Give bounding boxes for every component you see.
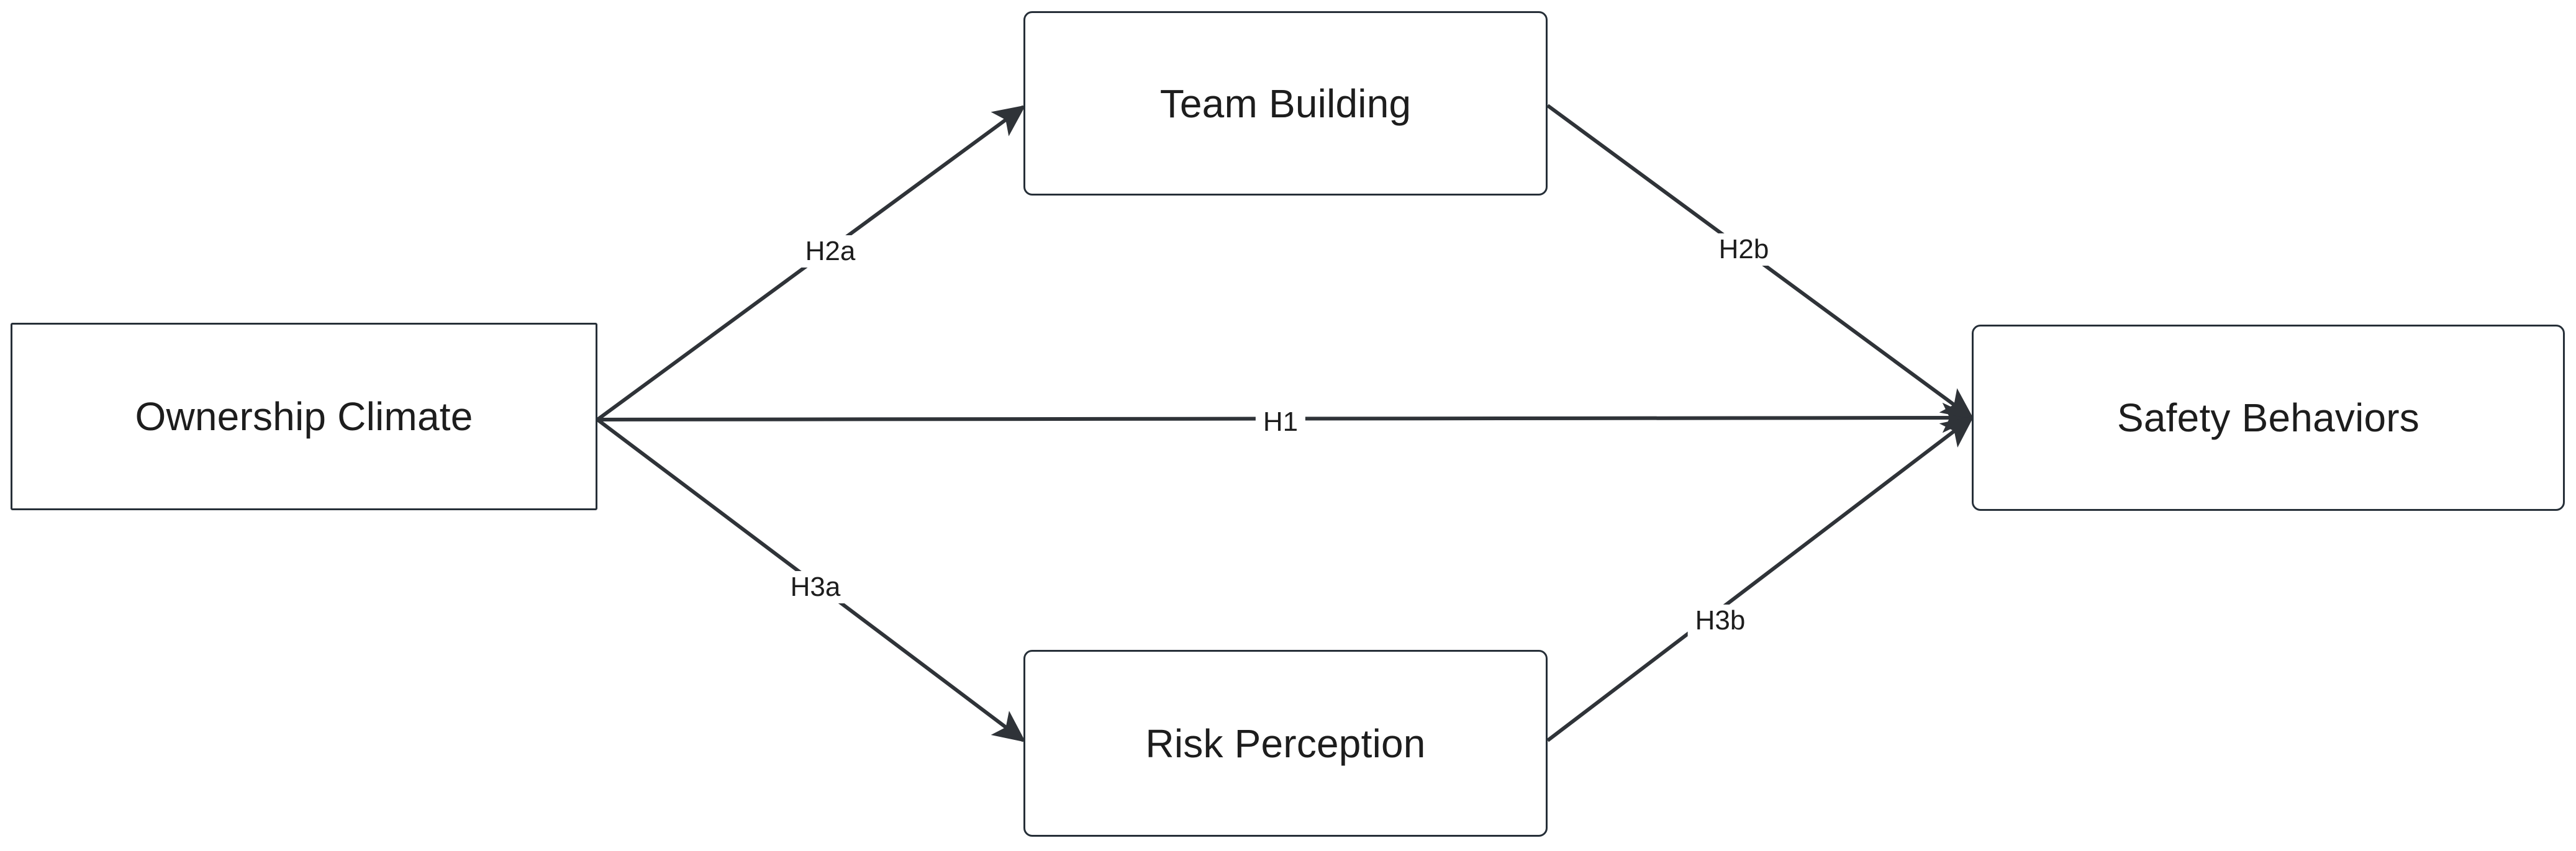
edge-h3b-line bbox=[1546, 416, 1974, 742]
edge-label-h3a: H3a bbox=[782, 571, 848, 603]
edge-label-h2a: H2a bbox=[797, 235, 863, 268]
node-ownership-climate-label: Ownership Climate bbox=[135, 394, 473, 439]
node-risk-perception[interactable]: Risk Perception bbox=[1023, 650, 1548, 837]
node-ownership-climate[interactable]: Ownership Climate bbox=[11, 323, 597, 510]
edge-label-h1: H1 bbox=[1255, 406, 1306, 438]
node-safety-behaviors[interactable]: Safety Behaviors bbox=[1972, 325, 2565, 511]
node-team-building[interactable]: Team Building bbox=[1023, 11, 1548, 196]
edge-label-h2b: H2b bbox=[1711, 233, 1777, 266]
edge-label-h3b: H3b bbox=[1687, 605, 1753, 637]
node-safety-behaviors-label: Safety Behaviors bbox=[2116, 395, 2420, 440]
node-team-building-label: Team Building bbox=[1159, 81, 1412, 126]
node-risk-perception-label: Risk Perception bbox=[1145, 721, 1426, 766]
